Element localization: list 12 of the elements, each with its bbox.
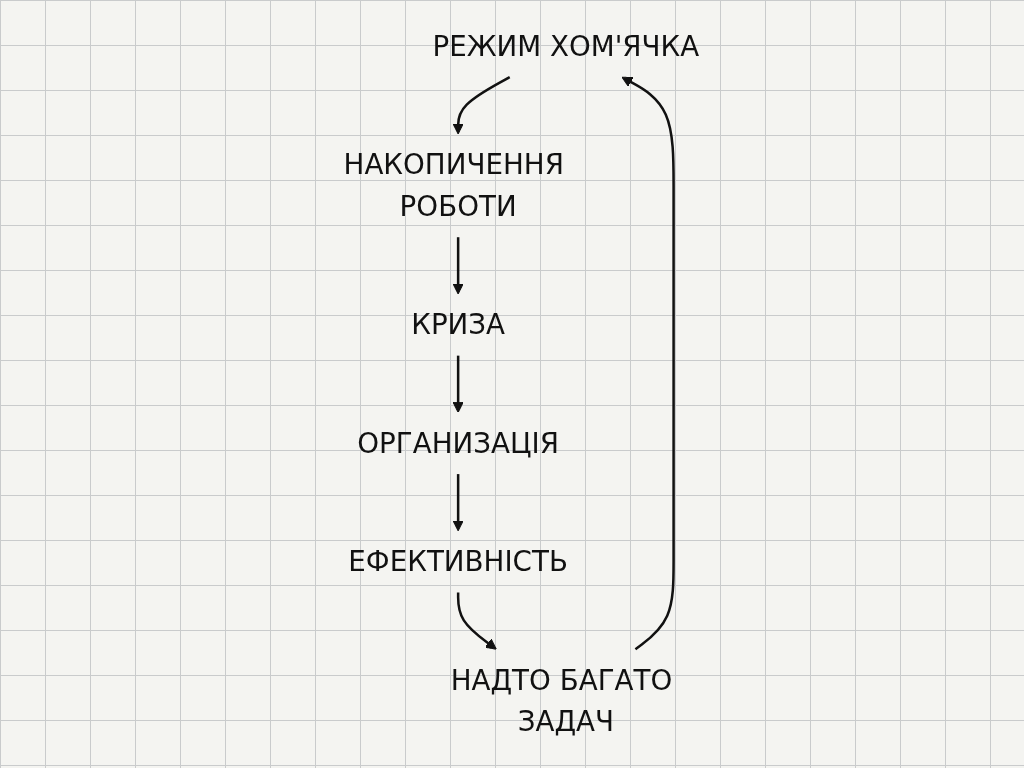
arrow [452,474,464,532]
arrow [452,76,511,135]
node-text: НАДТО БАГАТО ЗАДАЧ [450,664,673,738]
node-text: РЕЖИМ ХОМ'ЯЧКА [432,30,700,63]
arrow [452,355,464,413]
node-text: КРИЗА [411,309,506,341]
arrow [621,76,675,651]
node-text: ОРГАНИЗАЦІЯ [357,427,559,459]
arrow [456,592,497,650]
arrow [452,237,464,295]
node-text: ЕФЕКТИВНІСТЬ [348,545,568,578]
node-text: НАКОПИЧЕННЯ РОБОТИ [343,149,564,223]
